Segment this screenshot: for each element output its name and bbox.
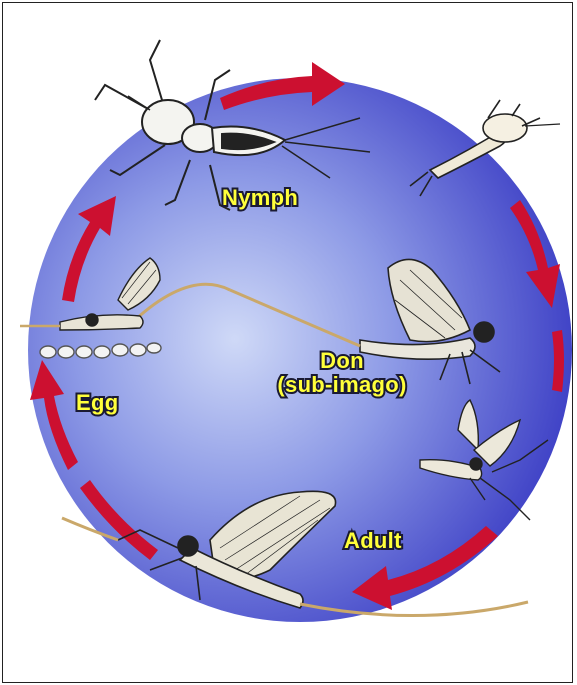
egg-label: Egg <box>76 390 118 415</box>
dun-label-line-2: (sub-imago) <box>277 372 406 397</box>
dun-label-line-1: Don <box>320 348 364 373</box>
adult-label: Adult <box>344 528 402 553</box>
nymph-label: Nymph <box>222 185 298 210</box>
